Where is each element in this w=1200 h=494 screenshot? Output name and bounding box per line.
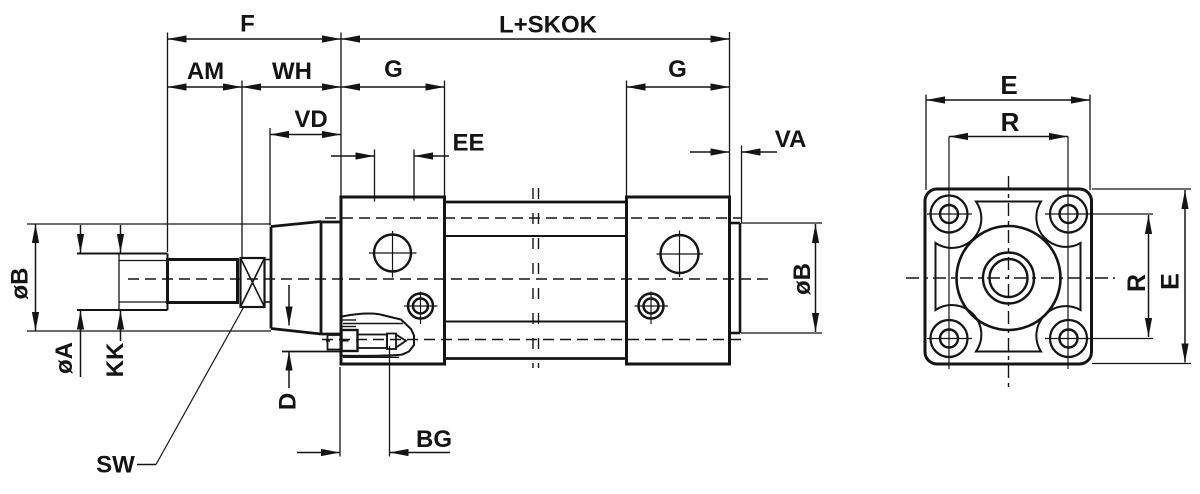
svg-text:G: G: [668, 56, 687, 83]
svg-text:øB: øB: [7, 268, 34, 300]
svg-text:AM: AM: [187, 58, 224, 85]
svg-text:BG: BG: [416, 426, 452, 453]
svg-text:E: E: [1157, 273, 1185, 290]
svg-text:WH: WH: [272, 58, 312, 85]
svg-text:øB: øB: [789, 263, 816, 295]
svg-text:VA: VA: [775, 126, 807, 153]
svg-text:VD: VD: [294, 106, 327, 133]
svg-text:L+SKOK: L+SKOK: [499, 12, 598, 39]
svg-text:R: R: [1001, 107, 1020, 137]
svg-text:SW: SW: [96, 452, 135, 479]
svg-text:E: E: [1000, 70, 1017, 100]
svg-text:F: F: [240, 11, 255, 38]
svg-text:R: R: [1123, 274, 1151, 292]
svg-text:øA: øA: [51, 342, 78, 374]
svg-text:EE: EE: [452, 130, 484, 157]
svg-text:G: G: [384, 56, 403, 83]
svg-text:KK: KK: [102, 342, 129, 377]
svg-text:D: D: [275, 393, 302, 410]
